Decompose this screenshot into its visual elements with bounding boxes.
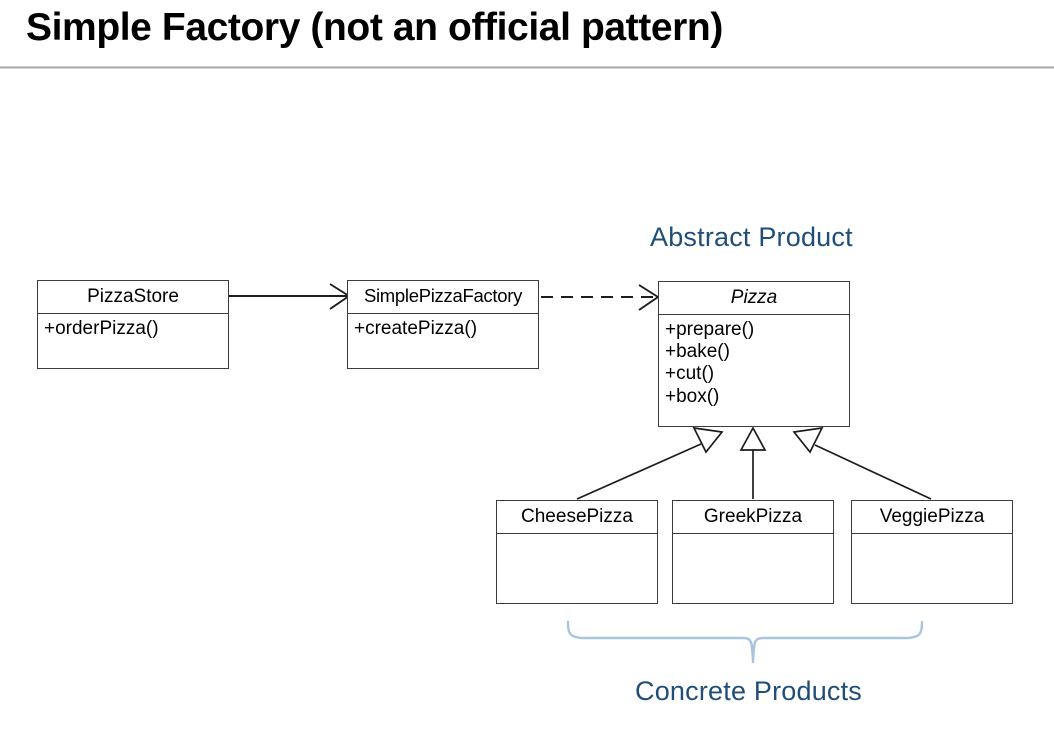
hollow-triangle-arrowhead-icon: [692, 426, 724, 454]
uml-operation: +orderPizza(): [44, 318, 159, 339]
uml-class-veggiepizza[interactable]: VeggiePizza: [851, 500, 1013, 604]
uml-class-name-pizza: Pizza: [659, 282, 849, 315]
relation-generalization-cheesepizza-pizza: [576, 426, 724, 500]
uml-operations-cheesepizza: [497, 534, 657, 538]
relation-dependency-simplepizzafactory-pizza: [541, 284, 660, 311]
uml-operation: +prepare(): [665, 319, 755, 340]
concrete-products-brace: [566, 620, 924, 664]
uml-operations-simplepizzafactory: +createPizza(): [348, 314, 538, 340]
annotation-abstract-product: Abstract Product: [650, 222, 853, 252]
uml-class-name-cheesepizza: CheesePizza: [497, 501, 657, 534]
uml-class-cheesepizza[interactable]: CheesePizza: [496, 500, 658, 604]
hollow-triangle-arrowhead-icon: [739, 426, 767, 451]
title-divider: [0, 66, 1054, 69]
annotation-concrete-products: Concrete Products: [635, 676, 863, 706]
uml-operation: +createPizza(): [354, 317, 478, 339]
uml-class-simplepizzafactory[interactable]: SimplePizzaFactory +createPizza(): [347, 280, 539, 369]
uml-operation: +cut(): [665, 363, 715, 385]
relation-generalization-veggiepizza-pizza: [792, 426, 932, 500]
uml-operations-pizzastore: +orderPizza(): [38, 314, 228, 340]
uml-operations-greekpizza: [673, 534, 833, 538]
uml-class-pizza[interactable]: Pizza +prepare() +bake() +cut() +box(): [658, 281, 850, 427]
uml-operation: +box(): [665, 385, 720, 407]
uml-operations-pizza: +prepare() +bake() +cut() +box(): [659, 315, 849, 408]
uml-class-greekpizza[interactable]: GreekPizza: [672, 500, 834, 604]
relation-generalization-greekpizza-pizza: [739, 426, 767, 499]
uml-class-name-pizzastore: PizzaStore: [38, 281, 228, 314]
page-title: Simple Factory (not an official pattern): [26, 6, 723, 49]
uml-class-name-simplepizzafactory: SimplePizzaFactory: [348, 281, 538, 314]
hollow-triangle-arrowhead-icon: [792, 426, 824, 454]
uml-class-pizzastore[interactable]: PizzaStore +orderPizza(): [37, 280, 229, 369]
uml-class-name-greekpizza: GreekPizza: [673, 501, 833, 534]
uml-class-name-veggiepizza: VeggiePizza: [852, 501, 1012, 534]
relation-association-pizzastore-simplepizzafactory: [229, 283, 351, 310]
uml-operation: +bake(): [665, 341, 730, 363]
uml-operations-veggiepizza: [852, 534, 1012, 538]
